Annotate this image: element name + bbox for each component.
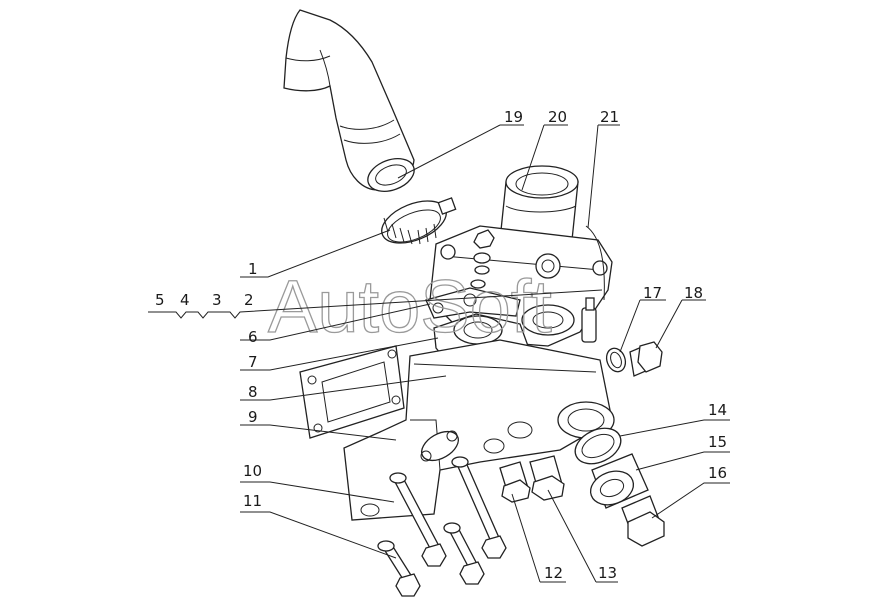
plug-part-18 [629,341,663,377]
plug-part-12 [499,461,531,503]
callout-11: 11 [243,492,262,510]
plug-part-13 [529,455,565,501]
callout-3: 3 [212,291,222,309]
callout-9: 9 [248,408,258,426]
callout-1: 1 [248,260,258,278]
callout-4: 4 [180,291,190,309]
callout-20: 20 [548,108,567,126]
callout-8: 8 [248,383,258,401]
hose-part-19 [283,9,415,192]
callout-19: 19 [504,108,523,126]
leader-lines [148,124,730,583]
callout-12: 12 [544,564,563,582]
union-fitting-part-15 [589,453,649,509]
callout-10: 10 [243,462,262,480]
temperature-sensor-part-21 [581,225,605,343]
callout-5: 5 [155,291,165,309]
callout-16: 16 [708,464,727,482]
watermark-text: AutoSoft [268,265,552,348]
flange-gasket-part-9 [299,345,405,439]
seal-ring-part-14 [574,427,622,465]
gasket-part-6 [425,287,521,319]
callout-2: 2 [244,291,254,309]
callout-15: 15 [708,433,727,451]
callout-13: 13 [598,564,617,582]
plug-part-16 [621,495,665,547]
callout-14: 14 [708,401,727,419]
callout-17: 17 [643,284,662,302]
hose-clamp-part-1 [381,197,457,245]
callout-7: 7 [248,353,258,371]
seal-ring-part-17 [605,347,627,373]
callout-labels: 1 2 3 4 5 6 7 8 9 10 11 12 13 14 15 16 1… [155,108,727,582]
callout-6: 6 [248,328,258,346]
callout-18: 18 [684,284,703,302]
short-bolts-part-11 [377,522,485,597]
callout-21: 21 [600,108,619,126]
long-bolts-part-10 [389,456,507,567]
